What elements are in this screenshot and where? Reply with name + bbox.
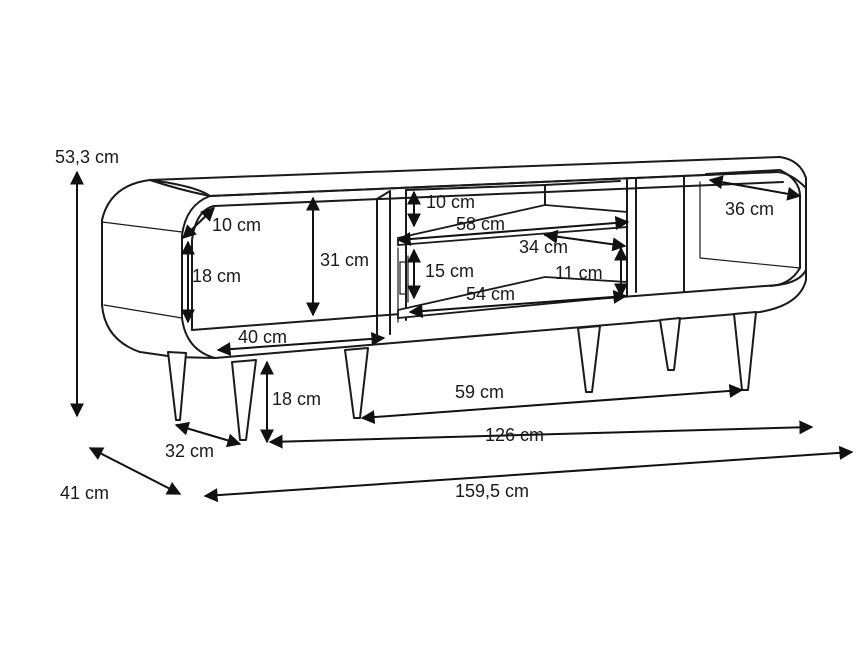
leg-back-right xyxy=(733,311,757,391)
label-depth-legs: 32 cm xyxy=(165,441,214,461)
door-hinge xyxy=(399,261,407,295)
dim-line-center-shelf-width xyxy=(396,216,630,246)
leg-back-right-inner xyxy=(659,317,681,371)
label-leg-span: 126 cm xyxy=(485,425,544,445)
leg-back-center xyxy=(577,325,601,393)
dim-line-side-top xyxy=(181,207,216,239)
left-partition xyxy=(376,190,391,337)
dim-line-depth-legs xyxy=(174,421,242,448)
label-width-total: 159,5 cm xyxy=(455,481,529,501)
left-end-seam-lower xyxy=(103,304,183,319)
right-compartment-floor xyxy=(699,181,801,269)
right-partition xyxy=(626,175,685,297)
center-back-right xyxy=(544,180,621,186)
dimension-lines xyxy=(70,170,854,503)
label-center-shelf-depth: 34 cm xyxy=(519,237,568,257)
label-inner-leg-span: 59 cm xyxy=(455,382,504,402)
cabinet-body xyxy=(101,156,807,359)
label-side-top: 10 cm xyxy=(212,215,261,235)
leg-back-left xyxy=(167,351,187,421)
cabinet-legs xyxy=(167,311,757,441)
dim-line-center-shelf-depth xyxy=(543,229,627,252)
cabinet-top-surface xyxy=(149,156,807,197)
label-center-small: 11 cm xyxy=(555,263,603,283)
leg-front-left xyxy=(231,359,257,441)
dim-line-inner-leg-span xyxy=(360,383,744,425)
label-leg-height: 18 cm xyxy=(272,389,321,409)
cabinet-bottom-edge xyxy=(214,187,807,359)
dim-line-leg-span xyxy=(268,420,814,449)
cabinet-top-edge xyxy=(101,179,176,358)
dim-line-center-bottom-width xyxy=(408,289,628,319)
dim-line-width-total xyxy=(203,445,854,503)
label-right-width: 36 cm xyxy=(725,199,774,219)
dimension-labels: 53,3 cm 41 cm 159,5 cm 32 cm 18 cm 126 c… xyxy=(55,147,774,503)
cabinet-inner-top xyxy=(209,171,777,197)
dim-line-depth-total xyxy=(88,447,182,495)
label-height: 53,3 cm xyxy=(55,147,119,167)
label-center-mid: 15 cm xyxy=(425,261,474,281)
label-center-shelf-width: 58 cm xyxy=(456,214,505,234)
label-center-top: 10 cm xyxy=(426,192,475,212)
label-compartment-height: 31 cm xyxy=(320,250,369,270)
leg-front-center xyxy=(344,347,369,419)
dim-line-side-width xyxy=(216,331,386,357)
label-depth-total: 41 cm xyxy=(60,483,109,503)
cabinet-inner-top-2 xyxy=(213,181,784,207)
label-center-bottom-width: 54 cm xyxy=(466,284,515,304)
label-side-height: 18 cm xyxy=(192,266,241,286)
left-end-seam xyxy=(101,221,183,233)
dim-line-right-width xyxy=(708,175,802,201)
label-side-width: 40 cm xyxy=(238,327,287,347)
